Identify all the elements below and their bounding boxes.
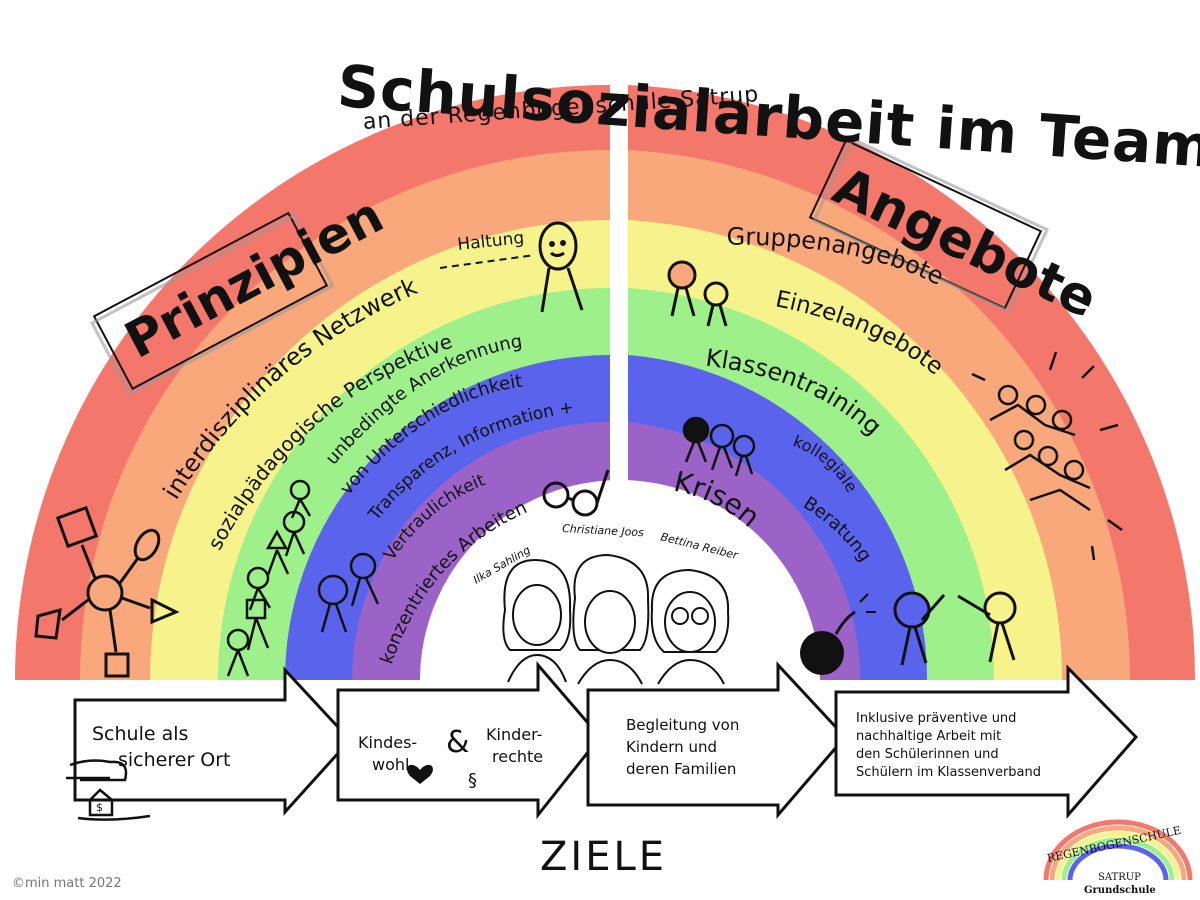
copyright-credit: ©min matt 2022 — [12, 876, 122, 891]
goal-2-left2: wohl — [372, 755, 409, 774]
goal-1-line1: Schule als — [92, 723, 188, 745]
hand-house-icon: $ — [66, 759, 151, 821]
network-icon — [34, 505, 180, 678]
svg-text:$: $ — [96, 801, 103, 814]
logo-bottom: Grundschule — [1084, 885, 1156, 896]
haltung-dash — [439, 254, 536, 269]
goal-2-para: § — [468, 770, 477, 791]
goals-arrows — [73, 660, 1139, 820]
standing-figure-icon — [538, 221, 584, 313]
goal-4-line3: den Schülerinnen und — [856, 747, 999, 762]
portrait-ilka — [502, 558, 572, 683]
school-logo: REGENBOGENSCHULE SATRUP Grundschule — [1043, 819, 1193, 896]
goal-arrow-2 — [336, 660, 602, 820]
goal-3-line1: Begleitung von — [626, 716, 739, 734]
portrait-christiane — [572, 553, 650, 685]
goal-2-amp: & — [446, 725, 469, 760]
high-five-figures-icon — [893, 591, 1017, 666]
goal-3-line3: deren Familien — [626, 760, 736, 778]
logo-mid: SATRUP — [1098, 872, 1141, 883]
glasses-icon — [542, 469, 610, 517]
goal-3-line2: Kindern und — [626, 738, 717, 756]
team-portraits — [502, 553, 730, 685]
group-stick-figures-icon — [226, 479, 312, 677]
goal-2-right2: rechte — [492, 747, 543, 766]
bomb-icon — [800, 593, 876, 675]
goal-4-line4: Schülern im Klassenverband — [856, 765, 1041, 780]
duo-figures-icon — [667, 260, 729, 327]
portrait-bettina — [650, 568, 730, 685]
goal-arrow-3 — [586, 661, 848, 820]
person-name-christiane: Christiane Joos — [562, 522, 645, 539]
cheering-group-icon — [971, 351, 1123, 561]
goal-2-right1: Kinder- — [486, 725, 542, 744]
class-figures-icon — [682, 416, 756, 477]
goal-arrow-1 — [73, 666, 353, 816]
goal-arrow-4 — [834, 664, 1139, 820]
goal-2-left1: Kindes- — [358, 733, 417, 752]
heart-icon — [407, 764, 433, 784]
goals-label: ZIELE — [540, 834, 667, 880]
two-figures-icon — [317, 552, 380, 633]
goal-4-line2: nachhaltige Arbeit mit — [856, 729, 1001, 744]
goal-4-line1: Inklusive präventive und — [856, 711, 1016, 726]
center-divider — [610, 80, 628, 680]
goal-1-line2: sicherer Ort — [118, 749, 231, 771]
